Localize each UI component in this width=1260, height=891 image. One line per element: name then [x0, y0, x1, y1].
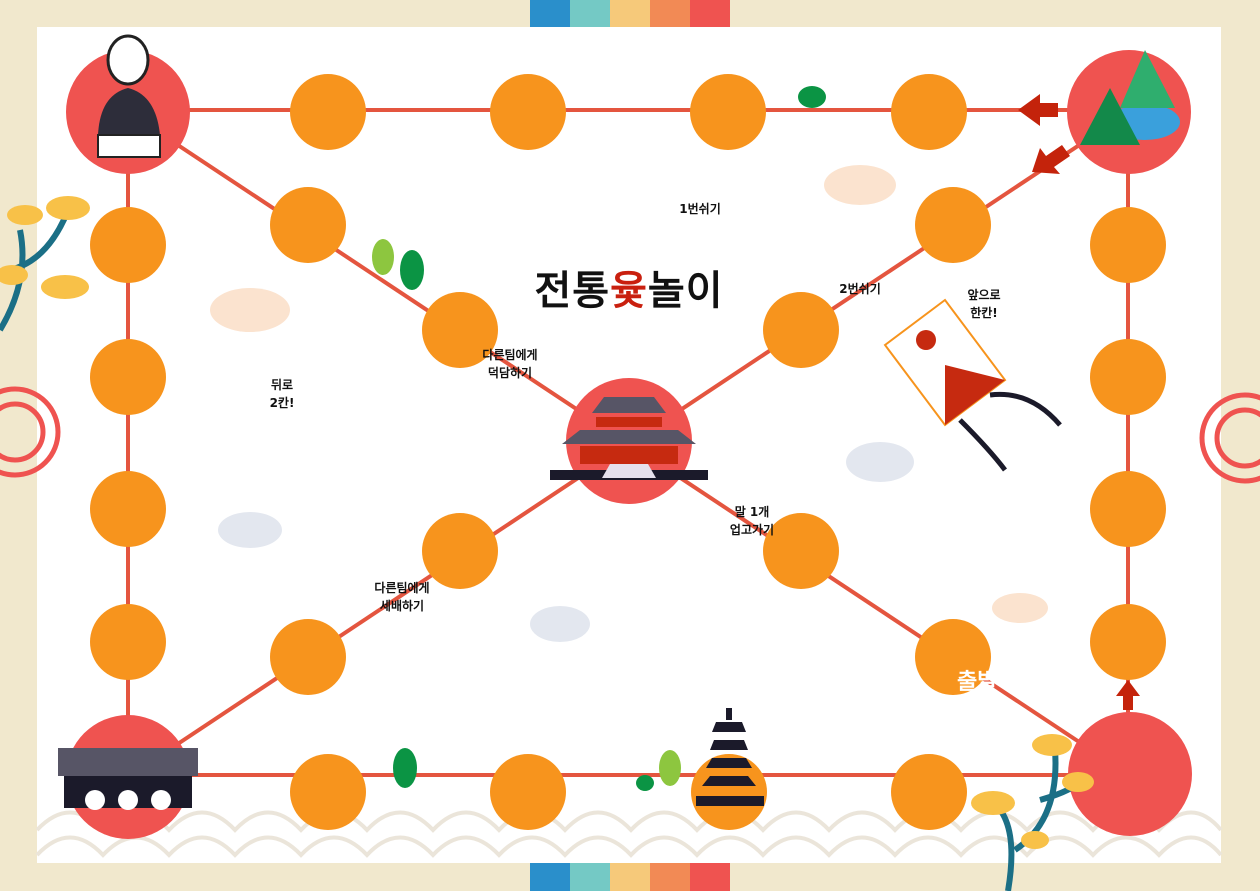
corner-start[interactable]	[1068, 712, 1192, 836]
label-back-2: 뒤로 2칸!	[270, 376, 295, 412]
label-line: 다른팀에게	[482, 348, 538, 362]
board-space[interactable]	[90, 604, 166, 680]
board-space[interactable]	[891, 754, 967, 830]
wave-pattern	[35, 810, 1223, 858]
board-space[interactable]	[1090, 339, 1166, 415]
label-line: 2칸!	[269, 396, 295, 410]
fortress-gate-icon	[58, 748, 198, 810]
board-space[interactable]	[1090, 604, 1166, 680]
board-space[interactable]	[690, 74, 766, 150]
label-line: 다른팀에게	[374, 581, 430, 595]
board-space[interactable]	[422, 292, 498, 368]
label-line: 앞으로	[967, 288, 1001, 302]
board-space[interactable]	[1090, 471, 1166, 547]
buddha-statue-icon	[97, 34, 161, 158]
board-space[interactable]	[915, 619, 991, 695]
label-line: 한칸!	[970, 306, 998, 320]
board-space[interactable]	[763, 513, 839, 589]
label-line: 뒤로	[270, 378, 294, 392]
board-space[interactable]	[90, 471, 166, 547]
pine-tree-icon	[0, 196, 1094, 891]
tree-icon	[372, 86, 826, 791]
mountain-icon	[1080, 50, 1180, 145]
board-space[interactable]	[490, 74, 566, 150]
label-line: 말 1개	[734, 505, 770, 519]
arrow-icon	[1018, 94, 1140, 710]
kite-icon	[883, 298, 1062, 472]
cloud-icon	[210, 165, 1048, 623]
title-highlight: 윷	[610, 268, 648, 314]
color-strip-top	[530, 0, 730, 27]
board-space[interactable]	[290, 74, 366, 150]
title-part1: 전통	[534, 268, 611, 314]
board-space[interactable]	[90, 207, 166, 283]
board-space[interactable]	[915, 187, 991, 263]
lattice-ornament-icon	[0, 386, 1260, 484]
start-label: 출발	[957, 670, 998, 695]
label-line: 덕담하기	[487, 366, 533, 380]
label-rest-2: 2번쉬기	[839, 282, 881, 296]
pagoda-icon	[696, 708, 764, 806]
board-space[interactable]	[763, 292, 839, 368]
title-part2: 놀이	[647, 268, 724, 314]
color-strip-bottom	[530, 863, 730, 891]
board-space[interactable]	[270, 187, 346, 263]
label-line: 세배하기	[379, 599, 425, 613]
label-line: 업고가기	[729, 523, 775, 537]
label-rest-1: 1번쉬기	[679, 202, 721, 216]
board-space[interactable]	[270, 619, 346, 695]
palace-icon	[550, 397, 708, 480]
board-space[interactable]	[422, 513, 498, 589]
board-space[interactable]	[1090, 207, 1166, 283]
board-space[interactable]	[90, 339, 166, 415]
page-title: 전통윷놀이	[534, 258, 723, 316]
board-space[interactable]	[490, 754, 566, 830]
board-space[interactable]	[290, 754, 366, 830]
board-space[interactable]	[891, 74, 967, 150]
space-pagoda[interactable]	[691, 754, 767, 830]
cloud-icon	[218, 442, 914, 642]
